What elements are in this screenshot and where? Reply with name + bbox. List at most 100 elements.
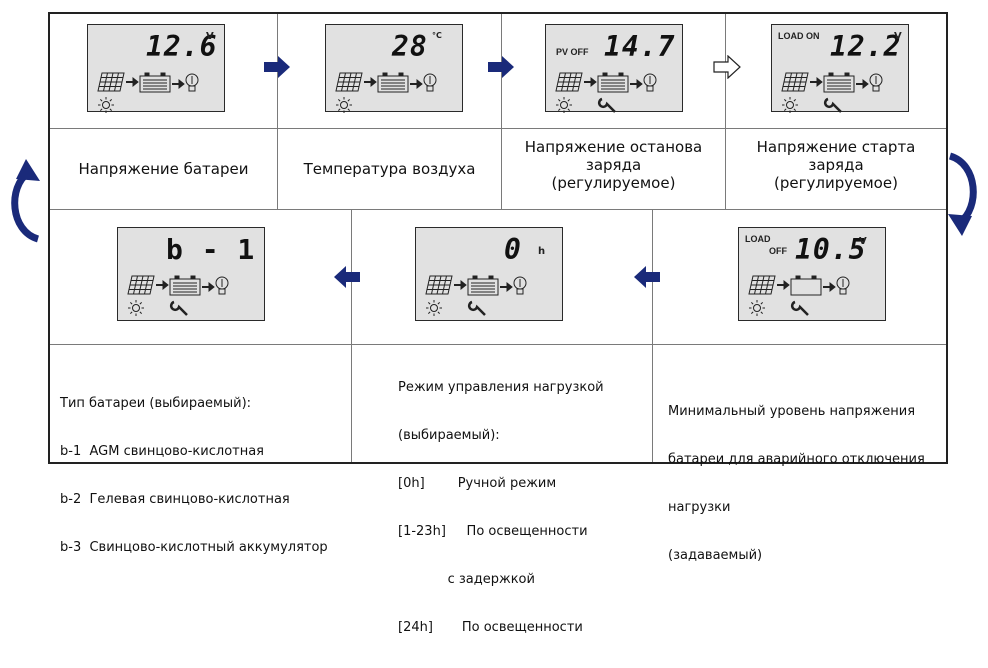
solar-panel-icon (748, 275, 776, 295)
desc-line: b-3 Свинцово-кислотный аккумулятор (60, 540, 328, 555)
caption-line: заряда (808, 156, 864, 174)
solar-panel-icon (97, 72, 125, 92)
sun-icon (128, 300, 144, 316)
sun-icon (749, 300, 765, 316)
desc-line: b-2 Гелевая свинцово-кислотная (60, 492, 290, 507)
desc-line: с задержкой (398, 572, 535, 587)
lcd-charge-start-voltage: LOAD ON 12.2 V (771, 24, 909, 113)
lcd-low-voltage-disconnect: LOAD OFF 10.5 V (738, 227, 886, 321)
light-bulb-icon (869, 73, 883, 92)
lcd-value: 12.2 (830, 30, 902, 63)
desc-line: Минимальный уровень напряжения (668, 404, 916, 419)
icon-row (748, 275, 850, 316)
lcd-value: 0 (504, 233, 522, 266)
icon-row (555, 72, 657, 113)
divider (50, 128, 946, 129)
light-bulb-icon (643, 73, 657, 92)
lcd-icons (335, 72, 437, 113)
icon-row (335, 72, 437, 113)
flow-arrow-icon (126, 76, 139, 88)
icon-row (127, 275, 229, 316)
flow-arrow-icon (156, 279, 169, 291)
curved-arrow-up-icon (11, 159, 40, 243)
desc-line: батареи для аварийного отключения (668, 452, 925, 467)
description-load-mode: Режим управления нагрузкой (выбираемый):… (398, 348, 604, 668)
wrench-icon (790, 300, 809, 316)
lcd-unit: V (894, 31, 902, 42)
lcd-pv-off-label: PV OFF (556, 47, 589, 57)
lcd-load-label: LOAD (745, 234, 771, 244)
arrow-right-outline-icon (713, 55, 741, 79)
desc-line: нагрузки (668, 500, 731, 515)
battery-icon (377, 72, 409, 93)
wrench-icon (823, 97, 842, 113)
lcd-load-mode: 0 h (415, 227, 563, 321)
lcd-icons (425, 275, 527, 316)
solar-panel-icon (425, 275, 453, 295)
battery-icon (139, 72, 171, 93)
lcd-value: 28 (392, 30, 428, 63)
light-bulb-icon (215, 276, 229, 295)
flow-arrow-icon (172, 78, 185, 90)
sun-icon (556, 97, 572, 113)
caption-charge-start-voltage: Напряжение старта заряда (регулируемое) (726, 138, 946, 192)
light-bulb-icon (423, 73, 437, 92)
divider (652, 210, 653, 462)
lcd-unit: V (859, 236, 867, 247)
description-low-voltage-disconnect: Минимальный уровень напряжения батареи д… (668, 372, 925, 596)
flow-arrow-icon (810, 76, 823, 88)
icon-row (425, 275, 527, 316)
flow-arrow-icon (364, 76, 377, 88)
icon-row (97, 72, 199, 113)
desc-line: (задаваемый) (668, 548, 763, 563)
caption-line: (регулируемое) (774, 174, 898, 192)
flow-arrow-icon (630, 78, 643, 90)
flow-arrow-icon (777, 279, 790, 291)
lcd-icons (781, 72, 883, 113)
divider (501, 14, 502, 210)
caption-air-temperature: Температура воздуха (303, 160, 476, 178)
flow-arrow-icon (410, 78, 423, 90)
icon-row (781, 72, 883, 113)
flow-arrow-icon (584, 76, 597, 88)
desc-line: b-1 AGM свинцово-кислотная (60, 444, 265, 459)
flow-arrow-icon (202, 281, 215, 293)
divider (725, 14, 726, 210)
lcd-unit: V (206, 31, 214, 42)
battery-icon (169, 275, 201, 296)
light-bulb-icon (836, 276, 850, 295)
flow-arrow-icon (500, 281, 513, 293)
desc-line: [0h] Ручной режим (398, 476, 557, 491)
diagram-frame: 12.6 V Напряжение батареи 28 °C Температ… (48, 12, 948, 635)
divider (50, 344, 946, 345)
caption-line: Напряжение старта (756, 138, 916, 156)
lcd-icons (555, 72, 657, 113)
lcd-icons (97, 72, 199, 113)
desc-line: [24h] По освещенности (398, 620, 583, 635)
battery-icon (467, 275, 499, 296)
lcd-battery-voltage: 12.6 V (87, 24, 225, 113)
flow-arrow-icon (856, 78, 869, 90)
battery-icon (597, 72, 629, 93)
sun-icon (98, 97, 114, 113)
lcd-load-on-label: LOAD ON (778, 31, 820, 41)
lcd-value: 14.7 (604, 30, 676, 63)
arrow-left-icon (634, 266, 660, 288)
wrench-icon (597, 97, 616, 113)
lcd-value: 10.5 (795, 233, 867, 266)
caption-battery-voltage: Напряжение батареи (78, 160, 249, 178)
caption-line: Напряжение останова (524, 138, 703, 156)
lcd-value: b - 1 (166, 233, 256, 266)
desc-line: [1-23h] По освещенности (398, 524, 588, 539)
lcd-icons (127, 275, 229, 316)
solar-panel-icon (335, 72, 363, 92)
battery-icon (790, 275, 822, 296)
desc-line: Режим управления нагрузкой (398, 380, 604, 395)
curved-arrow-down-icon (948, 152, 977, 236)
lcd-unit: h (538, 246, 546, 257)
battery-icon (823, 72, 855, 93)
sun-icon (782, 97, 798, 113)
caption-charge-stop-voltage: Напряжение останова заряда (регулируемое… (502, 138, 725, 192)
solar-panel-icon (127, 275, 155, 295)
lcd-charge-stop-voltage: PV OFF 14.7 (545, 24, 683, 113)
